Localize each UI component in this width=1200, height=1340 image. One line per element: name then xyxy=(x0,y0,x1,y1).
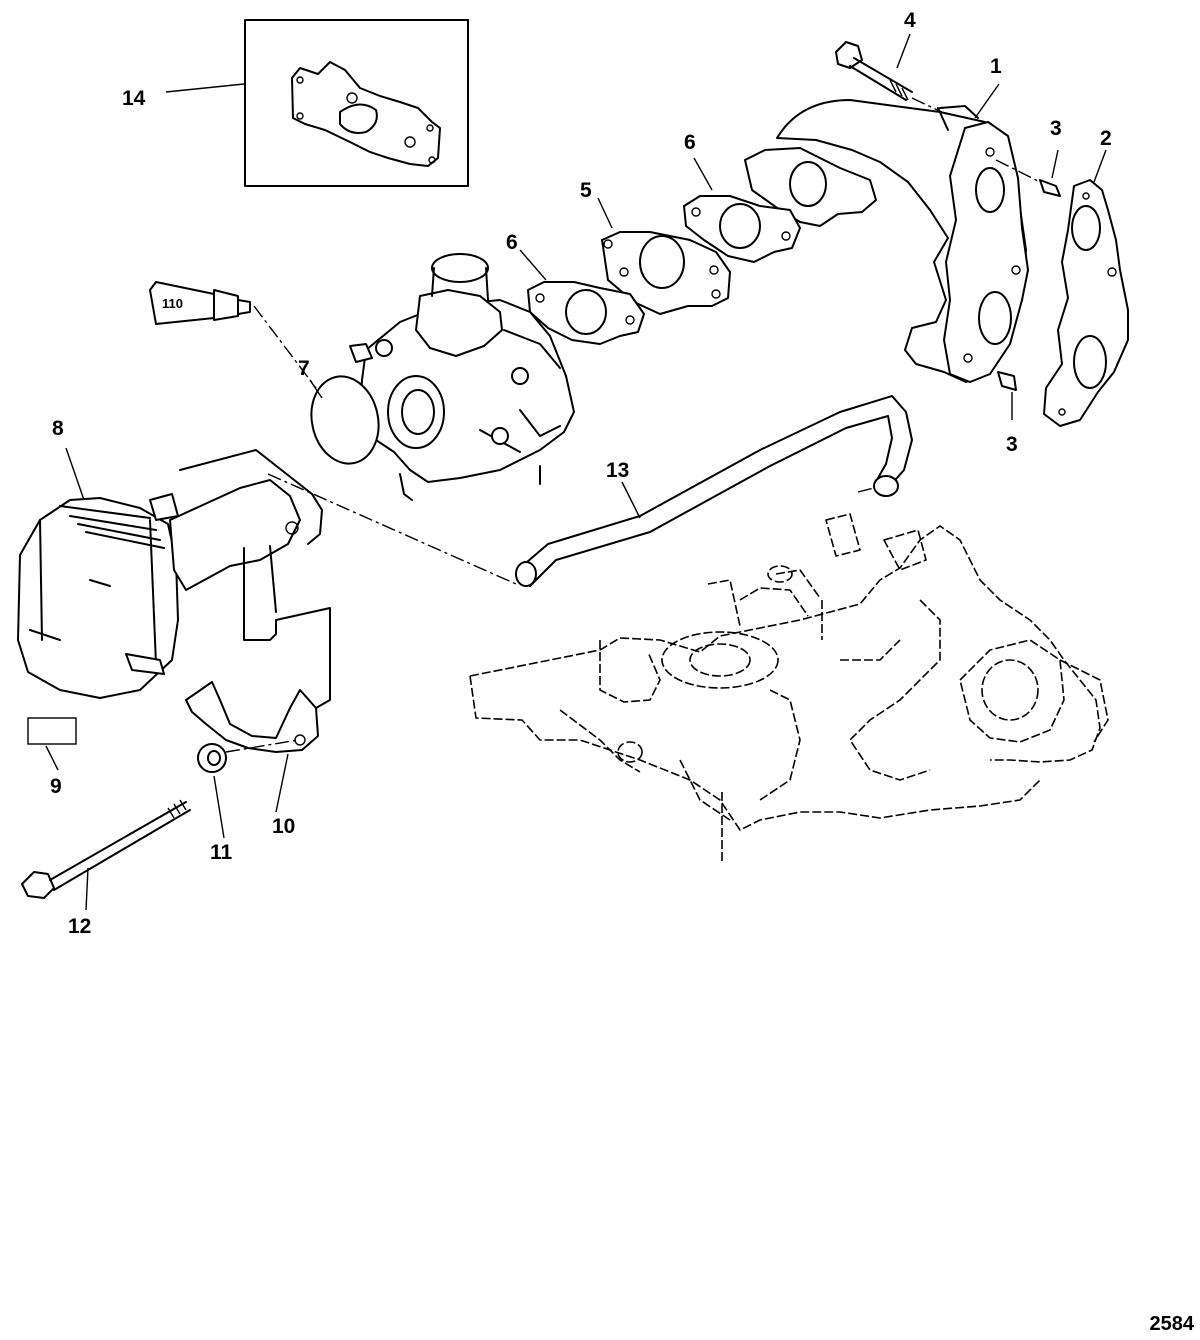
leader-2 xyxy=(1093,149,1107,183)
callout-3-upper: 3 xyxy=(1050,117,1062,140)
callout-6-lower: 6 xyxy=(506,231,518,254)
label-9 xyxy=(27,717,77,745)
bracket-10 xyxy=(185,681,319,753)
intake-silencer-8 xyxy=(17,449,331,709)
leader-4 xyxy=(896,33,911,69)
callout-3-lower: 3 xyxy=(1006,433,1018,456)
callout-2: 2 xyxy=(1100,127,1112,150)
leader-5 xyxy=(597,197,613,229)
engine-block-phantom xyxy=(469,513,1109,862)
inset-box-gasket xyxy=(244,19,469,187)
leader-11 xyxy=(213,775,225,839)
leader-8 xyxy=(65,447,85,501)
callout-8: 8 xyxy=(52,417,64,440)
bolt-12 xyxy=(21,799,191,899)
callout-5: 5 xyxy=(580,179,592,202)
callout-1: 1 xyxy=(990,55,1002,78)
figure-id: 2584 xyxy=(1149,1313,1195,1335)
callout-9: 9 xyxy=(50,775,62,798)
leader-12 xyxy=(85,867,89,911)
callout-6-upper: 6 xyxy=(684,131,696,154)
o-ring-7 xyxy=(310,375,380,465)
leader-14 xyxy=(165,83,245,93)
callout-10: 10 xyxy=(272,815,296,838)
gasket-6-upper xyxy=(683,195,801,263)
callout-11: 11 xyxy=(210,841,233,864)
bolt-4 xyxy=(835,41,947,115)
leader-1 xyxy=(974,83,1000,119)
leader-6a xyxy=(693,157,713,191)
leader-7 xyxy=(309,379,323,399)
callout-12: 12 xyxy=(68,915,92,938)
callout-4: 4 xyxy=(904,9,916,32)
intake-manifold xyxy=(744,99,1029,383)
hose-13 xyxy=(267,395,913,587)
sealant-tube xyxy=(149,281,317,389)
dowel-pin-3-lower xyxy=(997,371,1017,391)
leader-10 xyxy=(275,753,289,813)
callout-13: 13 xyxy=(606,459,630,482)
manifold-gasket-2 xyxy=(1043,179,1129,427)
leader-13 xyxy=(621,481,641,519)
grommet-11 xyxy=(197,739,299,773)
callout-14: 14 xyxy=(122,87,146,110)
callout-7: 7 xyxy=(298,357,310,380)
gasket-6-lower xyxy=(527,281,645,345)
leader-3a xyxy=(1051,149,1059,179)
dowel-pin-3-upper xyxy=(995,159,1061,197)
leader-9 xyxy=(45,745,59,771)
leader-6b xyxy=(519,249,547,281)
sealant-tube-label: 110 xyxy=(162,296,183,311)
